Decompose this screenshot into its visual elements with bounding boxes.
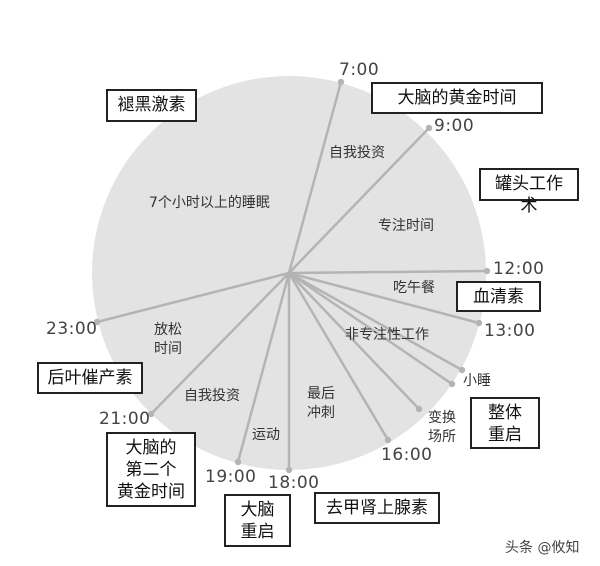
time-label-1200: 12:00	[493, 259, 545, 279]
time-spokes	[93, 78, 491, 474]
segment-sleep: 7个小时以上的睡眠	[149, 195, 270, 211]
box-posterior-pituitary: 后叶催产素	[37, 362, 143, 394]
segment-final-sprint: 最后 冲刺	[307, 386, 335, 421]
spoke-2300	[96, 271, 290, 324]
spoke-end-dot-0900	[425, 124, 433, 132]
spoke-1900	[236, 272, 291, 463]
time-label-1300: 13:00	[484, 321, 536, 341]
spoke-end-dot-1800	[285, 466, 293, 474]
spoke-1500	[288, 271, 453, 386]
spoke-1530	[288, 272, 420, 410]
spoke-end-dot-1500	[448, 380, 456, 388]
spoke-end-dot-2100	[147, 410, 155, 418]
spoke-end-dot-2300	[93, 318, 101, 326]
spoke-end-dot-1600	[384, 436, 392, 444]
box-noradrenaline: 去甲肾上腺素	[314, 492, 440, 524]
spoke-end-dot-0700	[337, 78, 345, 86]
spoke-end-dot-1200	[483, 267, 491, 275]
box-second-golden-time: 大脑的 第二个 黄金时间	[106, 432, 196, 507]
spoke-end-dot-1530	[415, 405, 423, 413]
time-label-1800: 18:00	[268, 473, 320, 493]
watermark: 头条 @攸知	[505, 540, 580, 556]
box-canned-work: 罐头工作术	[479, 168, 579, 216]
time-label-2300: 23:00	[46, 319, 98, 339]
segment-change-place: 变换 场所	[428, 410, 456, 445]
box-golden-time: 大脑的黄金时间	[371, 82, 543, 114]
time-label-0900: 9:00	[434, 116, 475, 136]
box-melatonin: 褪黑激素	[106, 89, 197, 122]
segment-relax: 放松 时间	[154, 322, 182, 357]
box-serotonin: 血清素	[456, 281, 541, 312]
spoke-end-dot-1430	[458, 366, 466, 374]
segment-focus-time: 专注时间	[378, 218, 434, 234]
spoke-end-dot-1900	[234, 458, 242, 466]
box-full-reboot: 整体 重启	[470, 397, 540, 449]
segment-exercise: 运动	[252, 427, 280, 443]
segment-self-invest-evening: 自我投资	[184, 388, 240, 404]
spoke-2100	[150, 272, 290, 415]
segment-non-focus-work: 非专注性工作	[345, 327, 429, 343]
segment-lunch: 吃午餐	[393, 280, 435, 296]
time-label-1600: 16:00	[381, 445, 433, 465]
spoke-1430	[288, 271, 463, 372]
spoke-1200	[288, 269, 488, 275]
spoke-1600	[287, 272, 390, 441]
box-brain-reboot: 大脑 重启	[224, 494, 291, 547]
segment-nap: 小睡	[463, 373, 491, 389]
spoke-end-dot-1300	[475, 319, 483, 327]
time-label-1900: 19:00	[205, 467, 257, 487]
time-label-2100: 21:00	[99, 409, 151, 429]
spoke-0700	[287, 81, 343, 274]
spoke-1300	[288, 271, 480, 325]
spoke-0900	[288, 127, 430, 274]
segment-self-invest-morning: 自我投资	[329, 145, 385, 161]
time-label-0700: 7:00	[339, 60, 380, 80]
